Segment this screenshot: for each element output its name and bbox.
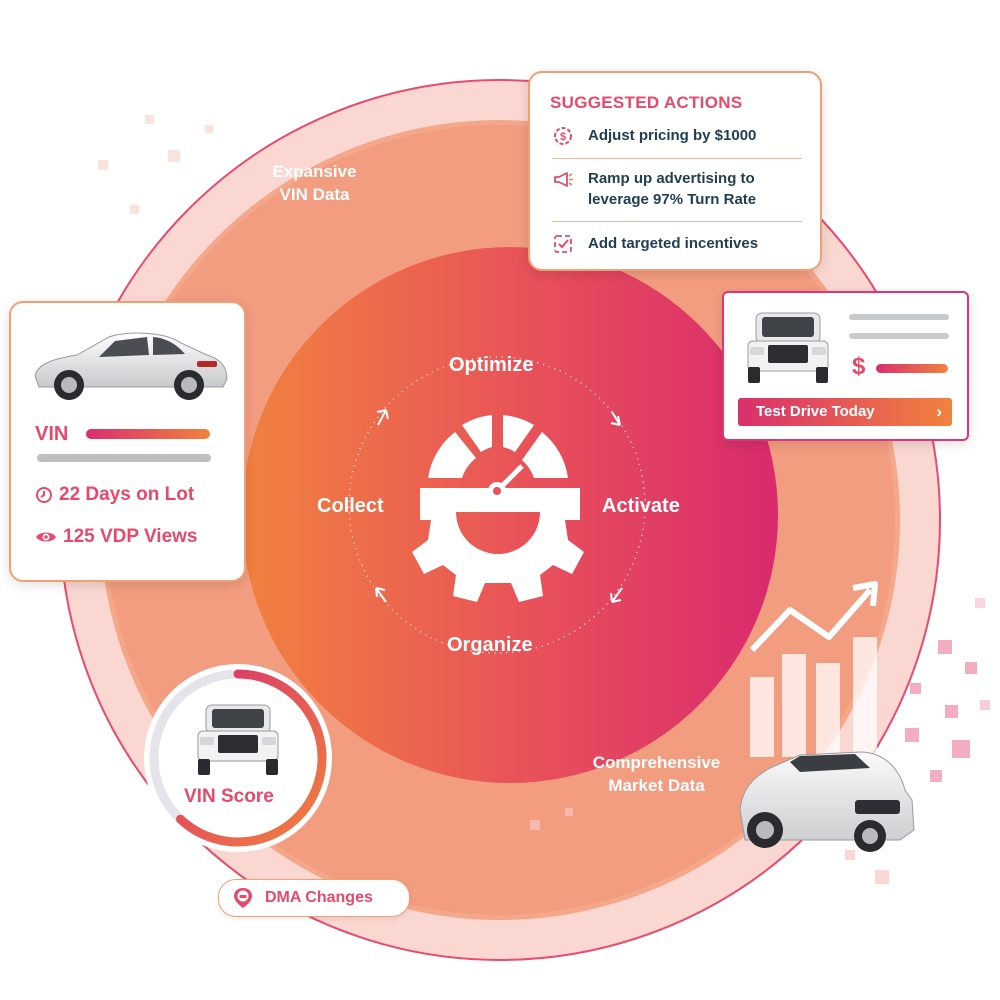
action-adjust-pricing[interactable]: $ Adjust pricing by $1000 [552, 125, 756, 147]
gauge-gear-icon [412, 415, 584, 602]
label-line: Comprehensive [592, 753, 721, 772]
cycle-optimize: Optimize [449, 354, 534, 376]
suggested-actions-title: SUGGESTED ACTIONS [550, 93, 743, 112]
placeholder-line [849, 333, 949, 339]
action-text-line1: Ramp up advertising to [588, 170, 755, 187]
days-on-lot: 22 Days on Lot [35, 484, 194, 506]
test-drive-card: $ Test Drive Today › [722, 291, 969, 441]
vin-label: VIN [35, 423, 69, 445]
divider [552, 221, 802, 222]
cycle-activate: Activate [602, 495, 680, 517]
checkbox-icon [554, 235, 572, 253]
expansive-vin-data-label: Expansive VIN Data [252, 160, 377, 206]
pickup-truck-image [747, 312, 829, 383]
label-line: VIN Data [279, 185, 350, 204]
location-car-icon [234, 888, 252, 908]
megaphone-icon [554, 172, 573, 187]
test-drive-button[interactable]: Test Drive Today › [738, 398, 952, 426]
eye-icon [36, 532, 56, 542]
vin-details-card: VIN 22 Days on Lot 125 VDP Views [9, 301, 246, 582]
action-text-line2: leverage 97% Turn Rate [588, 191, 757, 208]
market-bar-chart [749, 581, 878, 757]
vin-score-truck-image [197, 704, 279, 775]
cycle-arrows [375, 409, 623, 603]
suv-image [739, 751, 915, 852]
label-line: Market Data [608, 776, 705, 795]
label-line: Expansive [272, 162, 357, 181]
vdp-views: 125 VDP Views [35, 526, 198, 548]
action-add-incentives[interactable]: Add targeted incentives [552, 233, 758, 255]
price-bar [876, 364, 948, 373]
cycle-path [348, 356, 646, 654]
inner-core [242, 247, 778, 783]
clock-icon [36, 487, 52, 503]
vdp-views-text: 125 VDP Views [63, 526, 198, 547]
svg-text:$: $ [560, 131, 566, 143]
divider [552, 158, 802, 159]
action-text: Add targeted incentives [588, 235, 759, 252]
decorative-squares-right [905, 598, 990, 782]
price-dollar-sign: $ [852, 353, 866, 380]
dma-changes-pill[interactable]: DMA Changes [218, 879, 410, 917]
vin-placeholder-bar [37, 454, 211, 462]
vin-score-label: VIN Score [184, 786, 274, 807]
test-drive-button-label: Test Drive Today [756, 403, 875, 420]
vin-bar [86, 429, 210, 439]
action-ramp-advertising[interactable]: Ramp up advertising to leverage 97% Turn… [552, 168, 756, 210]
placeholder-line [849, 314, 949, 320]
market-data-label: Comprehensive Market Data [574, 751, 739, 797]
cycle-organize: Organize [447, 634, 533, 656]
sedan-image [34, 332, 228, 400]
cycle-collect: Collect [317, 495, 384, 517]
days-on-lot-text: 22 Days on Lot [59, 484, 195, 505]
action-text: Adjust pricing by $1000 [588, 127, 757, 144]
dollar-gear-icon: $ [554, 127, 572, 145]
dma-changes-label: DMA Changes [265, 889, 373, 906]
suggested-actions-card: SUGGESTED ACTIONS $ Adjust pricing by $1… [528, 71, 822, 271]
chevron-right-icon: › [936, 402, 942, 421]
